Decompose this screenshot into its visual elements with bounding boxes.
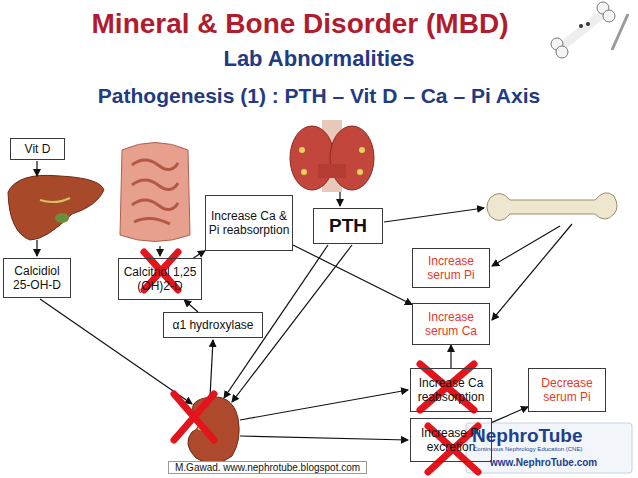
pathway-arrow xyxy=(210,340,213,397)
bone-shaft xyxy=(560,12,605,48)
node-text: PTH xyxy=(329,215,367,238)
parathyroid xyxy=(301,169,307,175)
process-box: Increase Ca reabsorption xyxy=(410,368,492,412)
node-text: Calcidiol 25-OH-D xyxy=(6,264,68,293)
pathway-lines xyxy=(37,161,572,440)
liver-illustration xyxy=(8,175,104,240)
kidney-shape xyxy=(188,397,239,464)
pathway-arrow xyxy=(36,161,37,176)
bone-cartoon xyxy=(551,2,628,58)
pathway-arrow xyxy=(36,240,37,256)
flow-arrow xyxy=(492,407,528,423)
pathway-arrow xyxy=(240,436,408,440)
node-text: Calcitriol 1,25 (OH)2-D xyxy=(121,265,199,294)
node-text: Vit D xyxy=(25,142,51,156)
red-cross xyxy=(174,394,214,440)
long-bone xyxy=(487,193,617,221)
process-box: Increase serum Pi xyxy=(412,248,490,288)
pathway-arrow xyxy=(492,224,572,320)
pathway-arrow xyxy=(240,390,408,420)
node-text: Increase serum Ca xyxy=(415,310,487,339)
node-text: Increase Ca reabsorption xyxy=(413,376,489,405)
process-box: Calcidiol 25-OH-D xyxy=(3,258,71,298)
thyroid-isthmus xyxy=(318,164,346,178)
cartoon-eye xyxy=(586,22,590,26)
flow-arrow xyxy=(450,345,451,368)
knife xyxy=(612,14,628,50)
logo-panel xyxy=(466,423,632,473)
caption: M.Gawad. www.nephrotube.blogspot.com xyxy=(168,461,367,474)
bile-duct xyxy=(40,198,70,202)
node-text: Decrease serum Pi xyxy=(531,376,603,405)
thyroid-lobe xyxy=(330,126,374,190)
flow-arrow xyxy=(293,245,412,305)
pathway-arrow xyxy=(492,226,560,266)
process-box: α1 hydroxylase xyxy=(163,312,263,338)
small-bowel-loops xyxy=(132,160,178,224)
subtitle: Pathogenesis (1) : PTH – Vit D – Ca – Pi… xyxy=(0,84,638,108)
node-text: α1 hydroxylase xyxy=(173,318,254,332)
process-box: Vit D xyxy=(10,138,65,160)
liver-shape xyxy=(8,175,104,240)
colon-frame xyxy=(120,143,190,242)
parathyroid xyxy=(359,147,365,153)
bone-end xyxy=(556,46,568,58)
kidney-illustration xyxy=(188,397,239,464)
thyroid-lobe xyxy=(290,126,334,190)
parathyroid xyxy=(299,147,305,153)
logo-url: www.NephroTube.com xyxy=(490,457,597,468)
gallbladder xyxy=(55,213,69,223)
logo-tagline: Continuous Nephrology Education (CNE) xyxy=(473,446,582,452)
bone-end xyxy=(603,10,615,22)
cartoon-eye xyxy=(579,24,583,28)
thyroid-illustration xyxy=(290,120,374,192)
bone-illustration xyxy=(487,193,617,221)
pathway-arrow xyxy=(159,246,160,256)
process-box: Increase Ca & Pi reabsorption xyxy=(205,195,293,251)
subtitle: Lab Abnormalities xyxy=(0,46,638,72)
pathway-arrow xyxy=(384,208,484,222)
parathyroid xyxy=(357,169,363,175)
flow-arrow xyxy=(193,251,205,258)
process-box: Decrease serum Pi xyxy=(528,368,606,412)
process-box: Increase serum Ca xyxy=(412,303,490,345)
pathway-arrow xyxy=(339,192,340,206)
hormone-box: PTH xyxy=(313,208,383,244)
intestine-illustration xyxy=(120,143,190,242)
node-text: Increase serum Pi xyxy=(415,254,487,283)
process-box: Calcitriol 1,25 (OH)2-D xyxy=(118,258,202,300)
diagram-title: Mineral & Bone Disorder (MBD) xyxy=(0,8,600,40)
node-text: Increase Ca & Pi reabsorption xyxy=(208,209,290,238)
logo-name: NephroTube xyxy=(472,425,582,447)
flow-arrow xyxy=(184,300,198,312)
